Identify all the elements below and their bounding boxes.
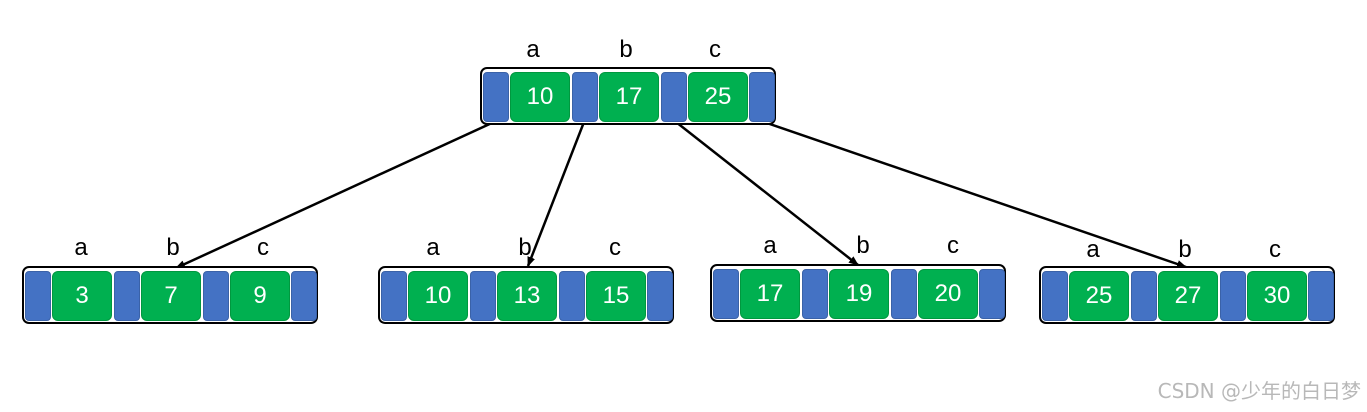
child-node-4: 25 27 30 bbox=[1039, 266, 1335, 324]
child-node-3: 17 19 20 bbox=[710, 264, 1006, 322]
pointer-slot bbox=[713, 269, 739, 319]
child3-key-3: 20 bbox=[918, 269, 978, 319]
pointer-slot bbox=[979, 269, 1005, 319]
pointer-slot bbox=[661, 72, 687, 122]
child2-key-2: 13 bbox=[497, 271, 557, 321]
child4-label-c: c bbox=[1269, 236, 1281, 263]
pointer-slot bbox=[470, 271, 496, 321]
child4-key-2: 27 bbox=[1158, 271, 1218, 321]
child3-label-a: a bbox=[763, 232, 777, 259]
child2-label-a: a bbox=[426, 234, 440, 261]
pointer-slot bbox=[572, 72, 598, 122]
pointer-slot bbox=[1220, 271, 1246, 321]
child4-label-b: b bbox=[1178, 236, 1192, 263]
root-node: 10 17 25 bbox=[480, 67, 776, 125]
root-label-c: c bbox=[709, 36, 721, 63]
root-label-b: b bbox=[619, 36, 633, 63]
child4-key-3: 30 bbox=[1247, 271, 1307, 321]
pointer-slot bbox=[559, 271, 585, 321]
child1-key-2: 7 bbox=[141, 271, 201, 321]
pointer-slot bbox=[483, 72, 509, 122]
child1-key-3: 9 bbox=[230, 271, 290, 321]
child2-key-1: 10 bbox=[408, 271, 468, 321]
child3-label-c: c bbox=[947, 232, 959, 259]
pointer-slot bbox=[1042, 271, 1068, 321]
child-node-2: 10 13 15 bbox=[378, 266, 674, 324]
pointer-slot bbox=[647, 271, 673, 321]
pointer-slot bbox=[291, 271, 317, 321]
pointer-slot bbox=[114, 271, 140, 321]
root-key-2: 17 bbox=[599, 72, 659, 122]
arrow-root-to-child-3 bbox=[675, 121, 859, 266]
child3-label-b: b bbox=[856, 232, 870, 259]
arrow-root-to-child-2 bbox=[526, 121, 586, 267]
child1-label-c: c bbox=[257, 234, 269, 261]
child4-key-1: 25 bbox=[1069, 271, 1129, 321]
child2-label-b: b bbox=[518, 234, 532, 261]
watermark: CSDN @少年的白日梦 bbox=[1157, 379, 1361, 403]
pointer-slot bbox=[749, 72, 775, 122]
child2-label-c: c bbox=[609, 234, 621, 261]
arrow-root-to-child-4 bbox=[763, 120, 1187, 269]
root-key-3: 25 bbox=[688, 72, 748, 122]
root-label-a: a bbox=[526, 36, 540, 63]
child3-key-1: 17 bbox=[740, 269, 800, 319]
child2-key-3: 15 bbox=[586, 271, 646, 321]
pointer-slot bbox=[1308, 271, 1334, 321]
child1-key-1: 3 bbox=[52, 271, 112, 321]
pointer-slot bbox=[891, 269, 917, 319]
child4-label-a: a bbox=[1086, 236, 1100, 263]
child1-label-a: a bbox=[74, 234, 88, 261]
pointer-slot bbox=[802, 269, 828, 319]
pointer-slot bbox=[381, 271, 407, 321]
child1-label-b: b bbox=[166, 234, 180, 261]
root-key-1: 10 bbox=[510, 72, 570, 122]
pointer-slot bbox=[1131, 271, 1157, 321]
arrow-root-to-child-1 bbox=[175, 120, 495, 270]
pointer-slot bbox=[25, 271, 51, 321]
pointer-slot bbox=[203, 271, 229, 321]
child3-key-2: 19 bbox=[829, 269, 889, 319]
child-node-1: 3 7 9 bbox=[22, 266, 318, 324]
